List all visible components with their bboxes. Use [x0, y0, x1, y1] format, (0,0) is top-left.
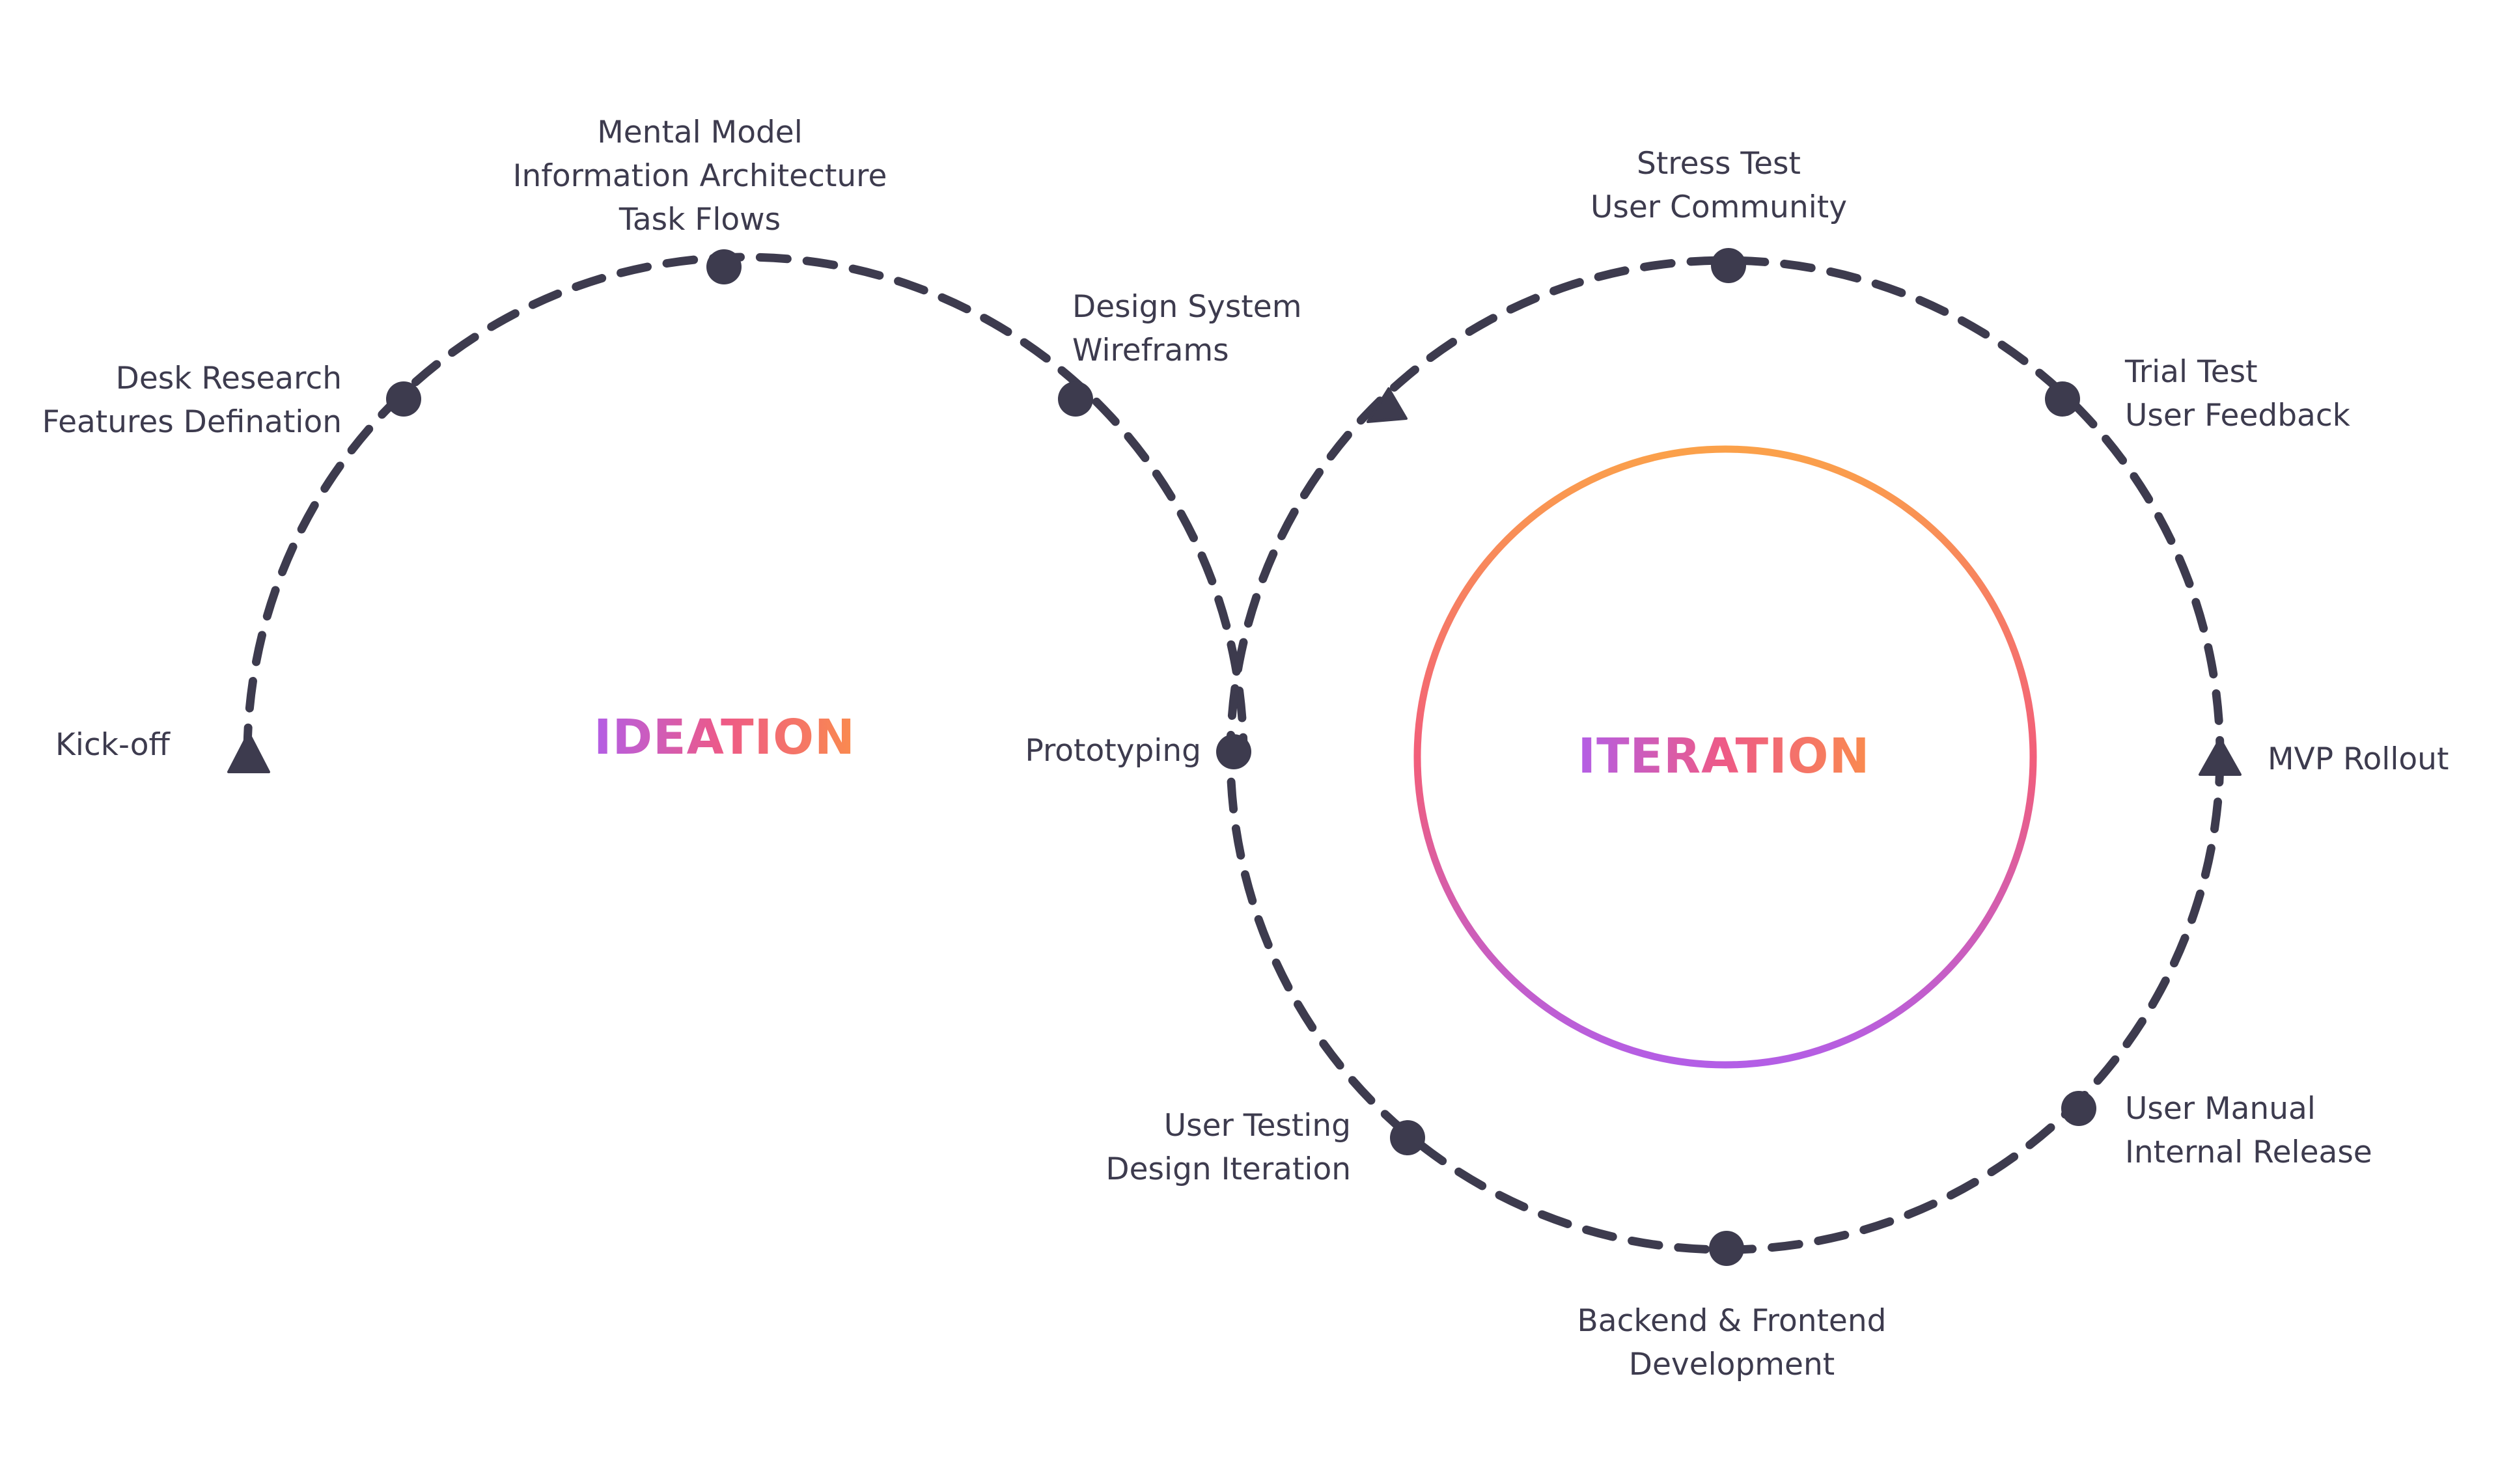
- milestone-dot-stress-test: [1711, 248, 1746, 283]
- phase-title-iteration: ITERATION: [1577, 728, 1870, 784]
- label-prototyping: Prototyping: [1025, 733, 1201, 769]
- milestone-dot-desk-research: [386, 381, 421, 417]
- label-trial-test: Trial Test User Feedback: [2125, 354, 2350, 433]
- kickoff-triangle-icon: [227, 732, 270, 773]
- milestone-dot-user-manual: [2061, 1091, 2096, 1126]
- phase-title-ideation: IDEATION: [594, 709, 855, 765]
- ideation-path: [243, 253, 1248, 760]
- label-user-testing: User Testing Design Iteration: [1105, 1108, 1351, 1187]
- milestone-dot-prototyping: [1216, 734, 1251, 769]
- milestone-dot-user-testing: [1390, 1120, 1425, 1155]
- label-mvp-rollout: MVP Rollout: [2268, 741, 2449, 777]
- label-kickoff: Kick-off: [55, 727, 170, 763]
- label-design-system: Design System Wireframs: [1072, 289, 1302, 368]
- label-development: Backend & Frontend Development: [1577, 1303, 1887, 1382]
- direction-triangle-icon: [1367, 387, 1408, 423]
- milestone-dot-mental-model: [706, 249, 742, 284]
- milestone-dot-design-system: [1058, 381, 1093, 417]
- label-desk-research: Desk Research Features Defination: [42, 361, 342, 440]
- iteration-ring: [1413, 445, 2037, 1069]
- milestone-dot-trial-test: [2045, 381, 2080, 417]
- label-stress-test: Stress Test User Community: [1590, 146, 1848, 225]
- label-user-manual: User Manual Internal Release: [2125, 1091, 2372, 1170]
- milestone-dot-development: [1709, 1231, 1744, 1266]
- mvp-rollout-triangle-icon: [2199, 737, 2242, 776]
- label-mental-model: Mental Model Information Architecture Ta…: [512, 115, 887, 238]
